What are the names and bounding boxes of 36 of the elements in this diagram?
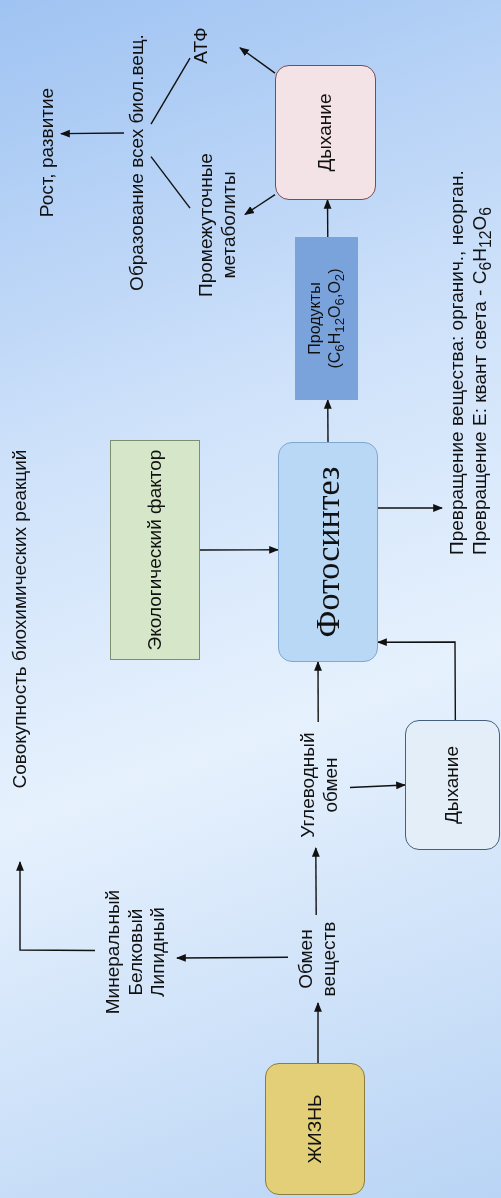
arrow: [60, 129, 125, 138]
arrow: [16, 861, 96, 952]
concept-label: АТФ: [190, 27, 212, 64]
arrow: [323, 199, 332, 238]
concept-label: Промежуточные метаболиты: [194, 152, 240, 299]
connector-line: [150, 57, 191, 125]
process-box: [278, 442, 378, 662]
box-label: ЖИЗНЬ: [303, 1094, 326, 1164]
process-box: [405, 720, 500, 850]
box-label: Экологический фактор: [143, 449, 166, 651]
arrow: [311, 847, 320, 916]
arrow: [239, 47, 276, 74]
concept-label: Обмен веществ: [295, 920, 340, 999]
arrow: [323, 399, 332, 443]
concept-label: Минеральный Белковый Липидный: [101, 888, 170, 1017]
arrow: [314, 1002, 322, 1064]
box-label: Дыхание: [314, 93, 337, 172]
concept-label: Совокупность биохимических реакций: [8, 449, 31, 789]
process-box: [275, 65, 376, 200]
arrow: [377, 504, 443, 512]
process-box: [265, 1063, 365, 1195]
concept-label: Углеводный обмен: [297, 731, 342, 840]
concept-label: Образование всех биол.вещ.: [126, 34, 149, 291]
arrow: [244, 193, 276, 216]
arrow: [377, 638, 457, 721]
concept-label: Превращение вещества: органич., неорган.: [446, 170, 469, 555]
arrow: [314, 661, 322, 723]
box-label: Дыхание: [441, 745, 464, 825]
connector-line: [150, 155, 191, 209]
box-label: Фотосинтез: [307, 466, 347, 638]
process-box: [295, 237, 358, 400]
concept-label: Рост, развитие: [36, 87, 59, 218]
process-box: [110, 440, 200, 660]
arrow: [199, 545, 279, 554]
arrow: [176, 954, 289, 962]
arrow: [349, 781, 406, 790]
